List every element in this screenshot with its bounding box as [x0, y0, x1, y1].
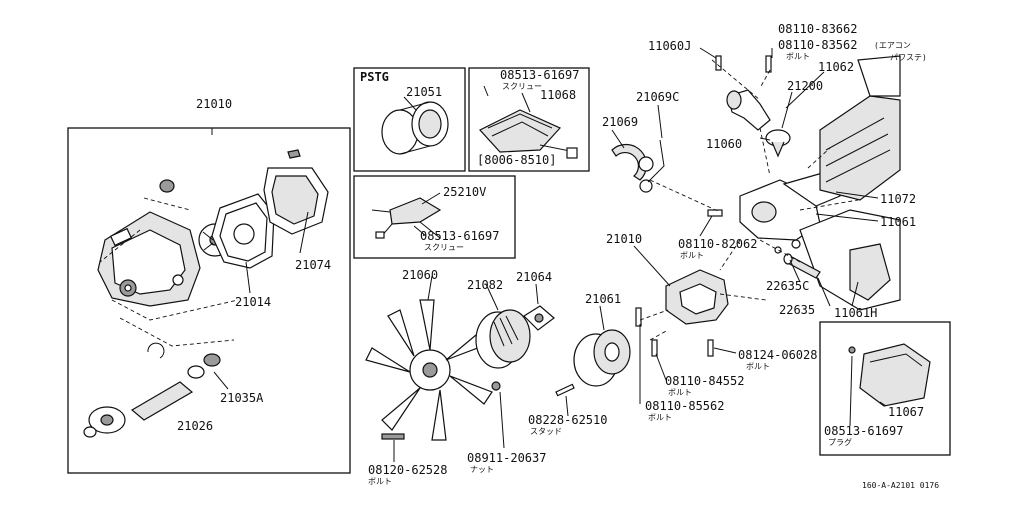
label-bolt-08120-62528: 08120-62528: [368, 463, 447, 477]
spacer-21064: [523, 305, 555, 331]
label-11060j: 11060J: [648, 39, 691, 53]
label-aircon-note: (エアコン: [874, 41, 911, 50]
label-bolt-c-jp: ボルト: [786, 52, 810, 61]
label-11072: 11072: [880, 192, 916, 206]
label-21064: 21064: [516, 270, 552, 284]
module-11067-inset-box: [819, 321, 951, 456]
thermostat-21200: [765, 129, 791, 158]
label-bolt-08110-85562: 08110-85562: [645, 399, 724, 413]
label-stud-jp: スタッド: [530, 427, 562, 436]
water-outlet-11060: [726, 89, 771, 131]
clamp-21069: [611, 139, 665, 193]
label-bolt-08110-84552: 08110-84552: [665, 374, 744, 388]
label-pstg: PSTG: [360, 70, 389, 84]
water-pump-assembly: [97, 179, 232, 307]
label-21082: 21082: [467, 278, 503, 292]
label-screw-a-jp: スクリュー: [502, 82, 542, 91]
water-pump-group-box: [67, 127, 351, 474]
label-bolt-08110-83662: 08110-83662: [778, 22, 857, 36]
water-pump-installed: [665, 269, 729, 325]
label-11061h: 11061H: [834, 306, 877, 320]
label-date-range: [8006-8510]: [477, 153, 556, 167]
label-11061: 11061: [880, 215, 916, 229]
label-11062: 11062: [818, 60, 854, 74]
label-nut-08911-20637: 08911-20637: [467, 451, 546, 465]
label-21200: 21200: [787, 79, 823, 93]
gasket-21014: [211, 193, 275, 269]
label-25210v: 25210V: [443, 185, 486, 199]
module-11067: [859, 343, 931, 407]
fan-clutch-21082: [475, 309, 531, 391]
label-screw-b-jp: スクリュー: [424, 243, 464, 252]
label-21051: 21051: [406, 85, 442, 99]
label-bolt-d-jp: ボルト: [680, 251, 704, 260]
label-21014: 21014: [235, 295, 271, 309]
label-bolt-08124-06028: 08124-06028: [738, 348, 817, 362]
label-22635c: 22635C: [766, 279, 809, 293]
label-11068: 11068: [540, 88, 576, 102]
drawing-code: 160-A-A2101 0176: [862, 481, 939, 490]
leader-lines: [213, 47, 887, 462]
label-bolt-h-jp: ボルト: [368, 477, 392, 486]
label-bolt-08110-83562: 08110-83562: [778, 38, 857, 52]
hose-21051: [381, 101, 449, 155]
label-21010-right: 21010: [606, 232, 642, 246]
label-21060: 21060: [402, 268, 438, 282]
label-21010-top: 21010: [196, 97, 232, 111]
bearing-21035a: [147, 342, 221, 379]
module-11068-inset-box: [468, 67, 590, 172]
label-11060: 11060: [706, 137, 742, 151]
label-plug-jp: プラグ: [828, 437, 852, 447]
label-21069c: 21069C: [636, 90, 679, 104]
pulley-21061: [573, 329, 631, 387]
label-bolt-08513-b: 08513-61697: [420, 229, 499, 243]
label-powersteer-note: パワステ): [890, 53, 927, 62]
label-bolt-e-jp: ボルト: [746, 362, 770, 371]
sensor-22635: [783, 253, 821, 279]
label-21074: 21074: [295, 258, 331, 272]
label-21069: 21069: [602, 115, 638, 129]
label-21026: 21026: [177, 419, 213, 433]
label-21061: 21061: [585, 292, 621, 306]
label-stud-08228-62510: 08228-62510: [528, 413, 607, 427]
shaft-21026: [83, 381, 194, 438]
label-bolt-08110-82062: 08110-82062: [678, 237, 757, 251]
label-plug-08513-61697: 08513-61697: [824, 424, 903, 438]
label-bolt-f-jp: ボルト: [668, 388, 692, 397]
module-11068: [479, 85, 578, 159]
cover-plate-21074: [263, 149, 329, 235]
label-21035a: 21035A: [220, 391, 264, 405]
engine-block: [799, 55, 901, 311]
label-bolt-08513-a: 08513-61697: [500, 68, 579, 82]
fan-21060: [365, 299, 493, 441]
label-22635: 22635: [779, 303, 815, 317]
label-nut-jp: ナット: [470, 465, 494, 474]
pstg-inset-box: [353, 67, 466, 172]
module-25210v-inset-box: [353, 175, 516, 259]
label-bolt-g-jp: ボルト: [648, 413, 672, 422]
label-11067: 11067: [888, 405, 924, 419]
module-25210v: [371, 197, 442, 239]
